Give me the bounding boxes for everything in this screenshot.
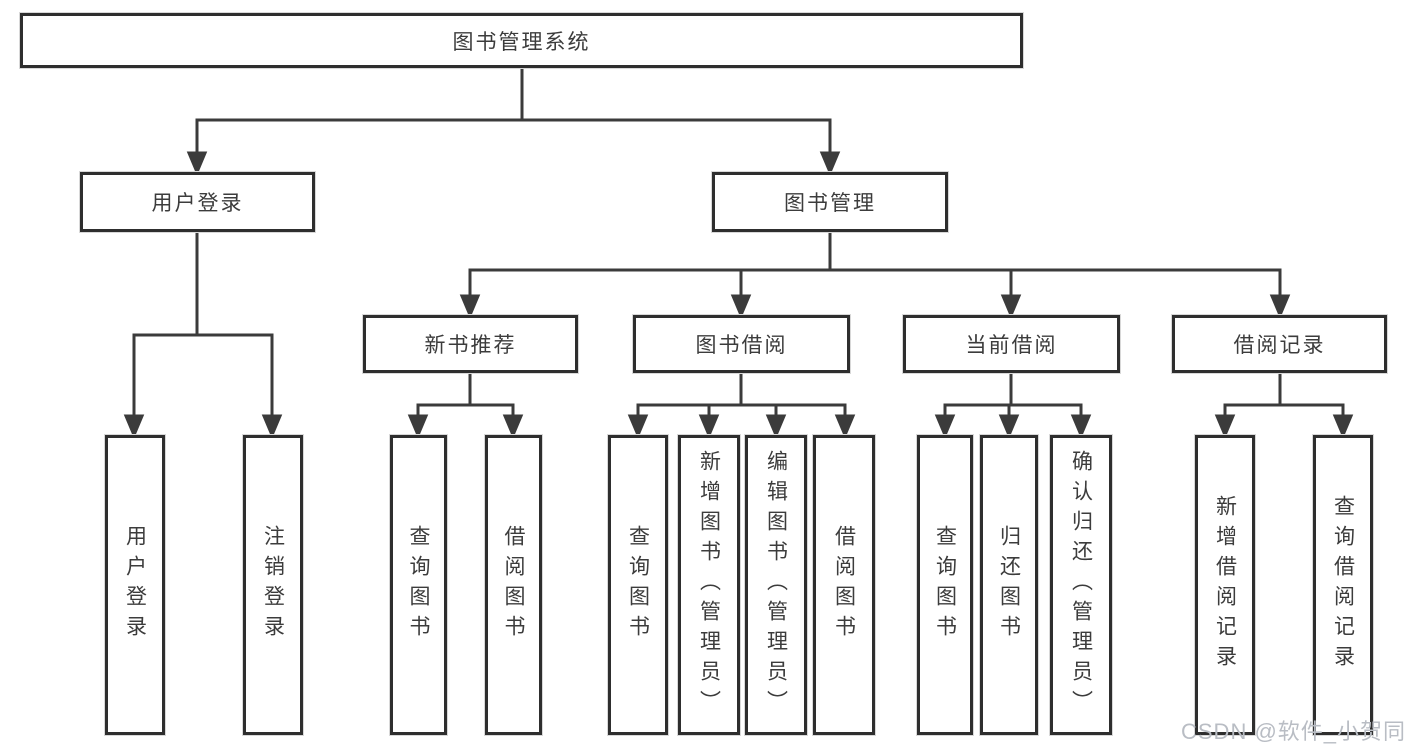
node-leaf-return-book: 归还图书 <box>980 435 1038 735</box>
arrow-down-icon <box>1332 414 1354 439</box>
node-leaf-borrow-books-borrow: 借阅图书 <box>813 435 875 735</box>
node-label: 新书推荐 <box>424 334 517 357</box>
node-leaf-edit-book-admin: 编辑图书（管理员） <box>745 435 807 735</box>
node-book-borrow: 图书借阅 <box>633 315 850 373</box>
node-label: 确认归还（管理员） <box>1069 450 1093 720</box>
node-label: 当前借阅 <box>965 334 1058 357</box>
arrow-down-icon <box>834 414 856 439</box>
node-leaf-user-login: 用户登录 <box>105 435 165 735</box>
node-label: 查询图书 <box>933 525 957 645</box>
node-label: 注销登录 <box>261 525 285 645</box>
connector-root <box>186 68 841 176</box>
node-label: 借阅图书 <box>502 525 525 645</box>
node-leaf-confirm-return-admin: 确认归还（管理员） <box>1050 435 1112 735</box>
watermark: CSDN @软件_小贺同学 <box>1181 719 1405 744</box>
node-book-mgmt: 图书管理 <box>712 172 948 232</box>
node-leaf-query-books-borrow: 查询图书 <box>608 435 668 735</box>
node-new-book-recommend: 新书推荐 <box>363 315 578 373</box>
node-label: 图书管理 <box>784 192 876 215</box>
node-label: 用户登录 <box>123 525 147 645</box>
arrow-down-icon <box>502 414 524 439</box>
node-leaf-add-book-admin: 新增图书（管理员） <box>678 435 740 735</box>
arrow-down-icon <box>261 414 283 439</box>
node-leaf-query-books-newbook: 查询图书 <box>390 435 447 735</box>
node-leaf-borrow-books-newbook: 借阅图书 <box>485 435 542 735</box>
node-leaf-logout: 注销登录 <box>243 435 303 735</box>
arrow-down-icon <box>1269 294 1291 319</box>
node-label: 新增借阅记录 <box>1213 495 1237 675</box>
node-label: 归还图书 <box>997 525 1021 645</box>
arrow-down-icon <box>765 414 787 439</box>
node-user-login: 用户登录 <box>80 172 315 232</box>
arrow-down-icon <box>730 294 752 319</box>
node-label: 图书借阅 <box>695 334 788 357</box>
arrow-down-icon <box>627 414 649 439</box>
node-label: 查询图书 <box>407 525 430 645</box>
arrow-down-icon <box>1070 414 1092 439</box>
node-label: 借阅图书 <box>832 525 856 645</box>
node-label: 查询图书 <box>626 525 650 645</box>
node-label: 图书管理系统 <box>452 30 591 54</box>
arrow-down-icon <box>998 414 1020 439</box>
node-label: 用户登录 <box>151 192 244 215</box>
arrow-down-icon <box>459 294 481 319</box>
node-label: 借阅记录 <box>1233 334 1326 357</box>
arrow-down-icon <box>1214 414 1236 439</box>
node-leaf-query-borrow-record: 查询借阅记录 <box>1313 435 1373 735</box>
arrow-down-icon <box>819 151 841 176</box>
connector-user-login <box>123 232 283 439</box>
arrow-down-icon <box>698 414 720 439</box>
arrow-down-icon <box>123 414 145 439</box>
connector-borrow-records <box>1214 373 1354 439</box>
node-root: 图书管理系统 <box>20 13 1023 68</box>
node-label: 新增图书（管理员） <box>697 450 721 720</box>
node-current-borrow: 当前借阅 <box>903 315 1120 373</box>
arrow-down-icon <box>1000 294 1022 319</box>
node-label: 编辑图书（管理员） <box>764 450 788 720</box>
connector-new-book <box>407 373 524 439</box>
connector-book-mgmt <box>459 232 1291 319</box>
node-leaf-query-books-current: 查询图书 <box>917 435 973 735</box>
arrow-down-icon <box>186 151 208 176</box>
node-label: 查询借阅记录 <box>1331 495 1355 675</box>
connector-current-borrow <box>934 373 1092 439</box>
node-borrow-records: 借阅记录 <box>1172 315 1387 373</box>
arrow-down-icon <box>407 414 429 439</box>
connector-book-borrow <box>627 373 856 439</box>
arrow-down-icon <box>934 414 956 439</box>
node-leaf-add-borrow-record: 新增借阅记录 <box>1195 435 1255 735</box>
